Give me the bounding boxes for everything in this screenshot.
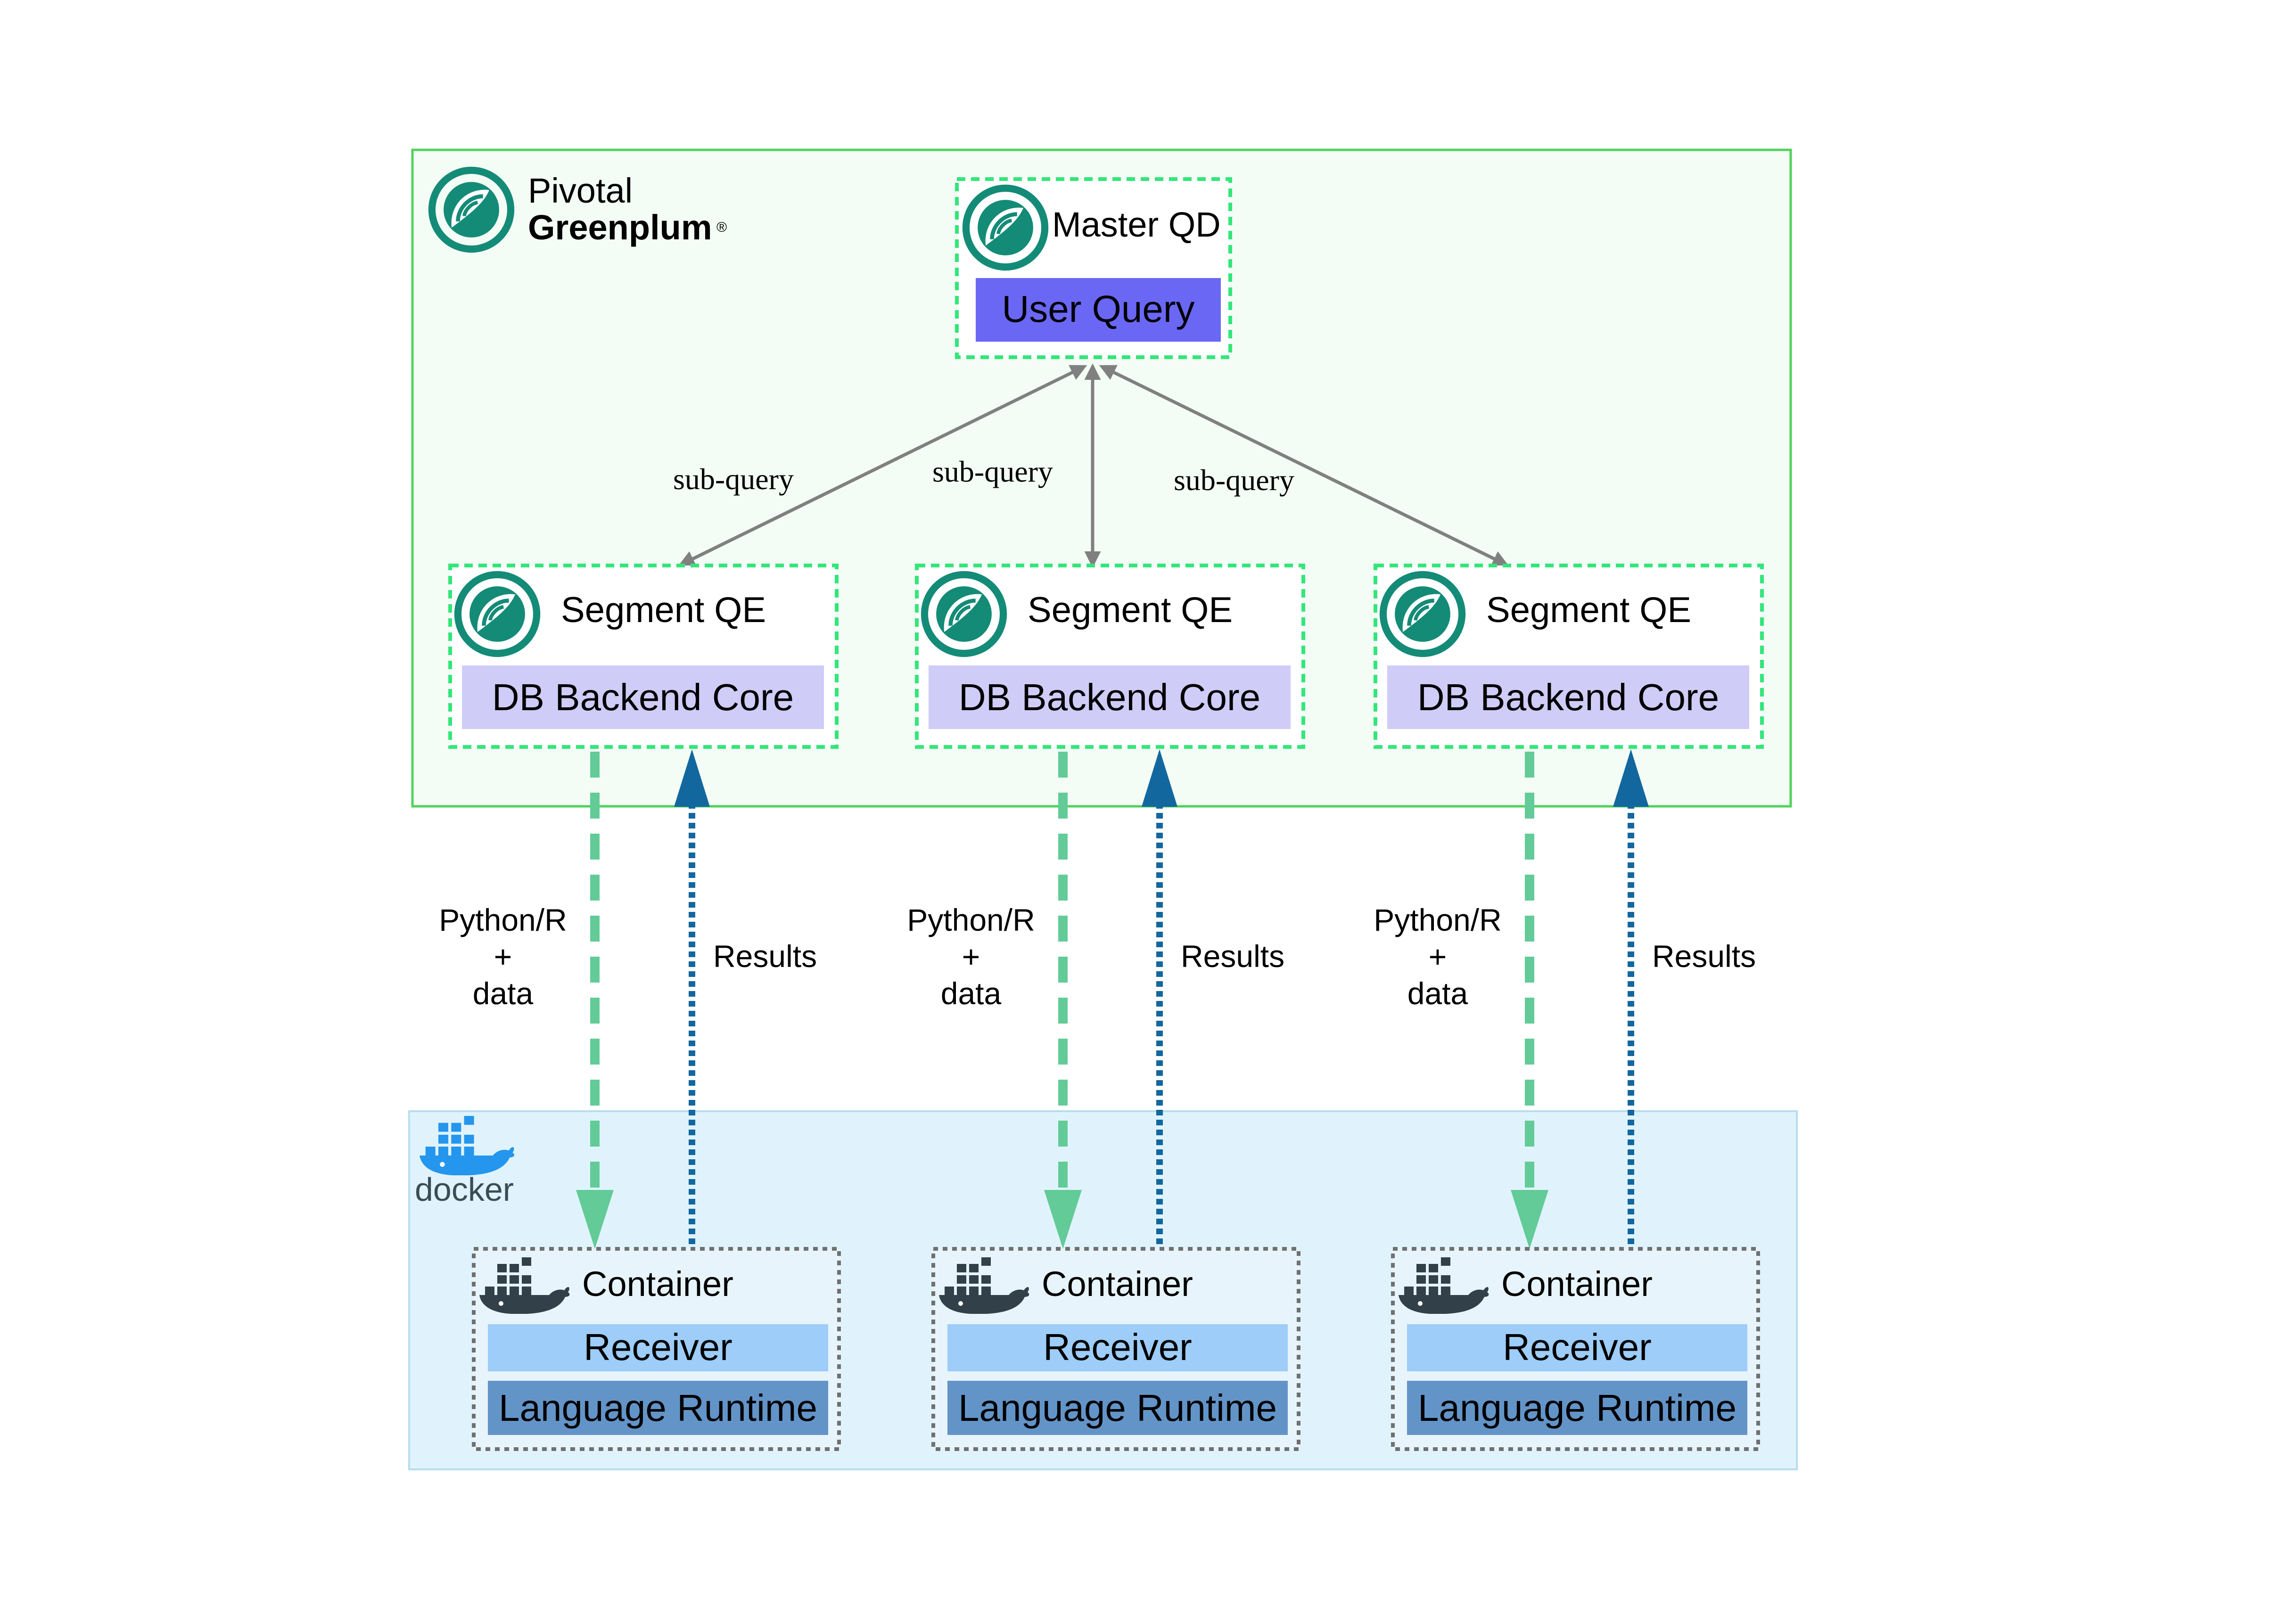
send-label-line: +: [962, 939, 980, 974]
db-backend-core-label: DB Backend Core: [492, 676, 794, 718]
user-query-label: User Query: [1002, 288, 1195, 330]
send-label: Python/R+data: [907, 902, 1035, 1011]
user-query-box: [976, 278, 1221, 342]
send-label-line: data: [941, 976, 1002, 1011]
language-runtime-label: Language Runtime: [499, 1387, 817, 1429]
receiver-box: [947, 1324, 1288, 1371]
container-title: Container: [1042, 1264, 1193, 1303]
db-backend-core-box: [462, 665, 824, 729]
send-label-line: +: [494, 939, 512, 974]
language-runtime-box: [488, 1381, 828, 1435]
send-label-line: +: [1429, 939, 1447, 974]
container-title: Container: [582, 1264, 733, 1303]
greenplum-logo-icon: [432, 170, 510, 249]
segment-title: Segment QE: [561, 590, 766, 630]
segment-title: Segment QE: [1486, 590, 1691, 630]
brand-line1: Pivotal: [528, 171, 633, 210]
send-label: Python/R+data: [1374, 902, 1501, 1011]
segment-qe-box: Segment QE DB Backend Core: [1374, 564, 1764, 749]
subquery-arrow-1: [678, 365, 1087, 566]
results-return-arrow: [1142, 749, 1177, 1244]
results-label: Results: [713, 939, 817, 974]
subquery-label-2: sub-query: [932, 455, 1053, 488]
db-backend-core-label: DB Backend Core: [1417, 676, 1719, 718]
greenplum-logo: Pivotal Greenplum ®: [432, 170, 727, 249]
docker-brand: docker: [415, 1171, 514, 1208]
receiver-box: [1407, 1324, 1747, 1371]
db-backend-core-box: [929, 665, 1291, 729]
segment-title: Segment QE: [1028, 590, 1233, 630]
segment-logo-icon: [924, 574, 1003, 653]
results-label: Results: [1652, 939, 1756, 974]
results-label: Results: [1181, 939, 1284, 974]
python-data-send-arrow: [1511, 752, 1548, 1249]
send-label-line: Python/R: [1374, 902, 1501, 937]
db-backend-core-label: DB Backend Core: [959, 676, 1260, 718]
send-label-line: Python/R: [439, 902, 567, 937]
subquery-arrows: sub-query sub-query sub-query: [673, 363, 1509, 568]
segments-group: Segment QE DB Backend Core Segment QE DB Ba…: [448, 564, 1764, 749]
language-runtime-box: [1407, 1381, 1747, 1435]
send-label-line: Python/R: [907, 902, 1035, 937]
receiver-label: Receiver: [584, 1326, 732, 1368]
language-runtime-box: [947, 1381, 1288, 1435]
results-return-arrow: [674, 749, 710, 1244]
brand-registered-mark: ®: [716, 220, 727, 235]
send-label-line: data: [473, 976, 534, 1011]
results-return-arrow: [1613, 749, 1649, 1244]
receiver-label: Receiver: [1043, 1326, 1192, 1368]
receiver-box: [488, 1324, 828, 1371]
segment-qe-box: Segment QE DB Backend Core: [448, 564, 839, 749]
send-label: Python/R+data: [439, 902, 567, 1011]
receiver-label: Receiver: [1503, 1326, 1652, 1368]
python-data-send-arrow: [576, 752, 614, 1249]
docker-logo: docker: [415, 1116, 515, 1208]
segment-qe-box: Segment QE DB Backend Core: [915, 564, 1305, 749]
brand-line2: Greenplum: [528, 208, 712, 247]
language-runtime-label: Language Runtime: [958, 1387, 1277, 1429]
master-logo-icon: [966, 188, 1045, 267]
subquery-arrow-3: [1099, 365, 1509, 566]
segment-logo-icon: [458, 574, 536, 653]
flows-group: Python/R+dataResultsPython/R+dataResults…: [439, 749, 1756, 1249]
master-title: Master QD: [1052, 205, 1221, 244]
subquery-label-1: sub-query: [673, 462, 794, 496]
language-runtime-label: Language Runtime: [1418, 1387, 1736, 1429]
segment-logo-icon: [1383, 574, 1462, 653]
db-backend-core-box: [1387, 665, 1749, 729]
subquery-label-3: sub-query: [1174, 463, 1294, 497]
container-title: Container: [1501, 1264, 1653, 1303]
send-label-line: data: [1407, 976, 1468, 1011]
python-data-send-arrow: [1044, 752, 1082, 1249]
master-qd-box: Master QD User Query: [955, 177, 1232, 359]
